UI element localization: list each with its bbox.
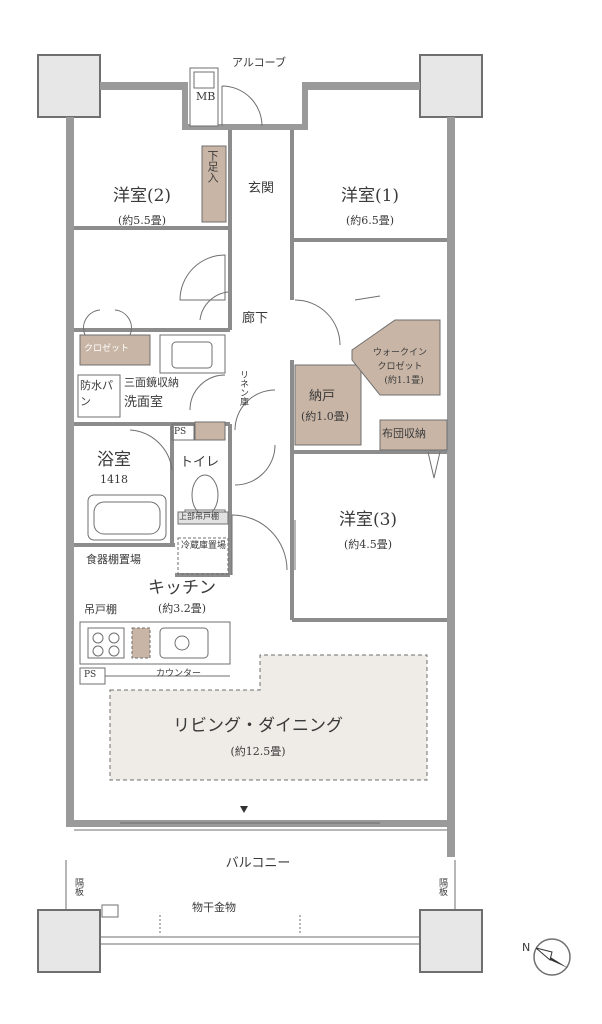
shoe-closet (201, 145, 227, 223)
label-bathroom: 浴室 (97, 450, 131, 470)
label-clothes-drying: 物干金物 (192, 901, 236, 914)
label-waterproof-pan: 防水パン (80, 379, 113, 408)
toilet-bowl (191, 474, 219, 516)
label-futon-storage: 布団収納 (382, 427, 426, 440)
label-toilet: トイレ (180, 455, 220, 470)
label-partition-left: 隔板 (73, 878, 83, 896)
kitchen-counter (79, 621, 231, 665)
label-alcove: アルコーブ (232, 56, 287, 69)
storage-room (294, 364, 362, 446)
pillar-bottom-right (419, 909, 483, 973)
meter-box (189, 67, 219, 127)
label-dish-shelf: 食器棚置場 (86, 553, 141, 566)
label-storage-room: 納戸 (308, 389, 336, 404)
label-partition-right: 隔板 (437, 878, 447, 896)
label-walkin-line1: ウォークイン (372, 348, 428, 358)
pillar-top-right (419, 54, 483, 118)
label-washroom: 洗面室 (124, 395, 164, 410)
label-kitchen-size: (約3.2畳) (157, 602, 207, 615)
label-entrance: 玄関 (248, 181, 275, 196)
label-compass-north: N (522, 941, 531, 954)
label-corridor: 廊下 (242, 311, 269, 326)
label-walkin-line2: クロゼット (377, 362, 423, 372)
futon-storage (379, 419, 448, 451)
label-balcony: バルコニー (225, 856, 291, 871)
pillar-bottom-left (37, 909, 101, 973)
bathtub (87, 494, 167, 541)
label-storage-room-size: (約1.0畳) (300, 410, 350, 423)
wash-basin (159, 334, 226, 374)
label-living-dining-size: (約12.5畳) (230, 745, 286, 758)
entrance-door (221, 85, 263, 127)
label-fridge-place: 冷蔵庫置場 (181, 541, 227, 551)
fridge-space (177, 537, 229, 575)
label-bathroom-size: 1418 (100, 473, 128, 486)
label-shoe-closet: 下足入 (206, 150, 219, 183)
compass-icon (533, 938, 571, 976)
closet (79, 334, 151, 366)
label-hanging-cabinet: 吊戸棚 (84, 603, 117, 616)
label-linen: リネン庫 (238, 370, 248, 406)
label-mb: MB (196, 90, 216, 103)
label-western-room-1: 洋室(1) (340, 186, 400, 206)
label-ps-1: PS (174, 427, 187, 437)
label-kitchen: キッチン (148, 578, 216, 598)
label-western-room-3-size: (約4.5畳) (343, 538, 393, 551)
label-living-dining: リビング・ダイニング (173, 716, 343, 736)
label-western-room-3: 洋室(3) (338, 510, 398, 530)
label-mirror-storage: 三面鏡収納 (124, 376, 179, 389)
label-walkin-size: (約1.1畳) (384, 376, 424, 386)
label-western-room-1-size: (約6.5畳) (345, 214, 395, 227)
label-western-room-2: 洋室(2) (112, 186, 172, 206)
walkin-closet (351, 319, 441, 396)
label-upper-cabinet-toilet: 上部吊戸棚 (179, 512, 219, 521)
pillar-top-left (37, 54, 101, 118)
linen-closet (194, 421, 226, 441)
label-closet: クロゼット (84, 344, 130, 354)
label-counter: カウンター (156, 669, 202, 679)
label-western-room-2-size: (約5.5畳) (117, 214, 167, 227)
label-ps-2: PS (84, 670, 97, 680)
